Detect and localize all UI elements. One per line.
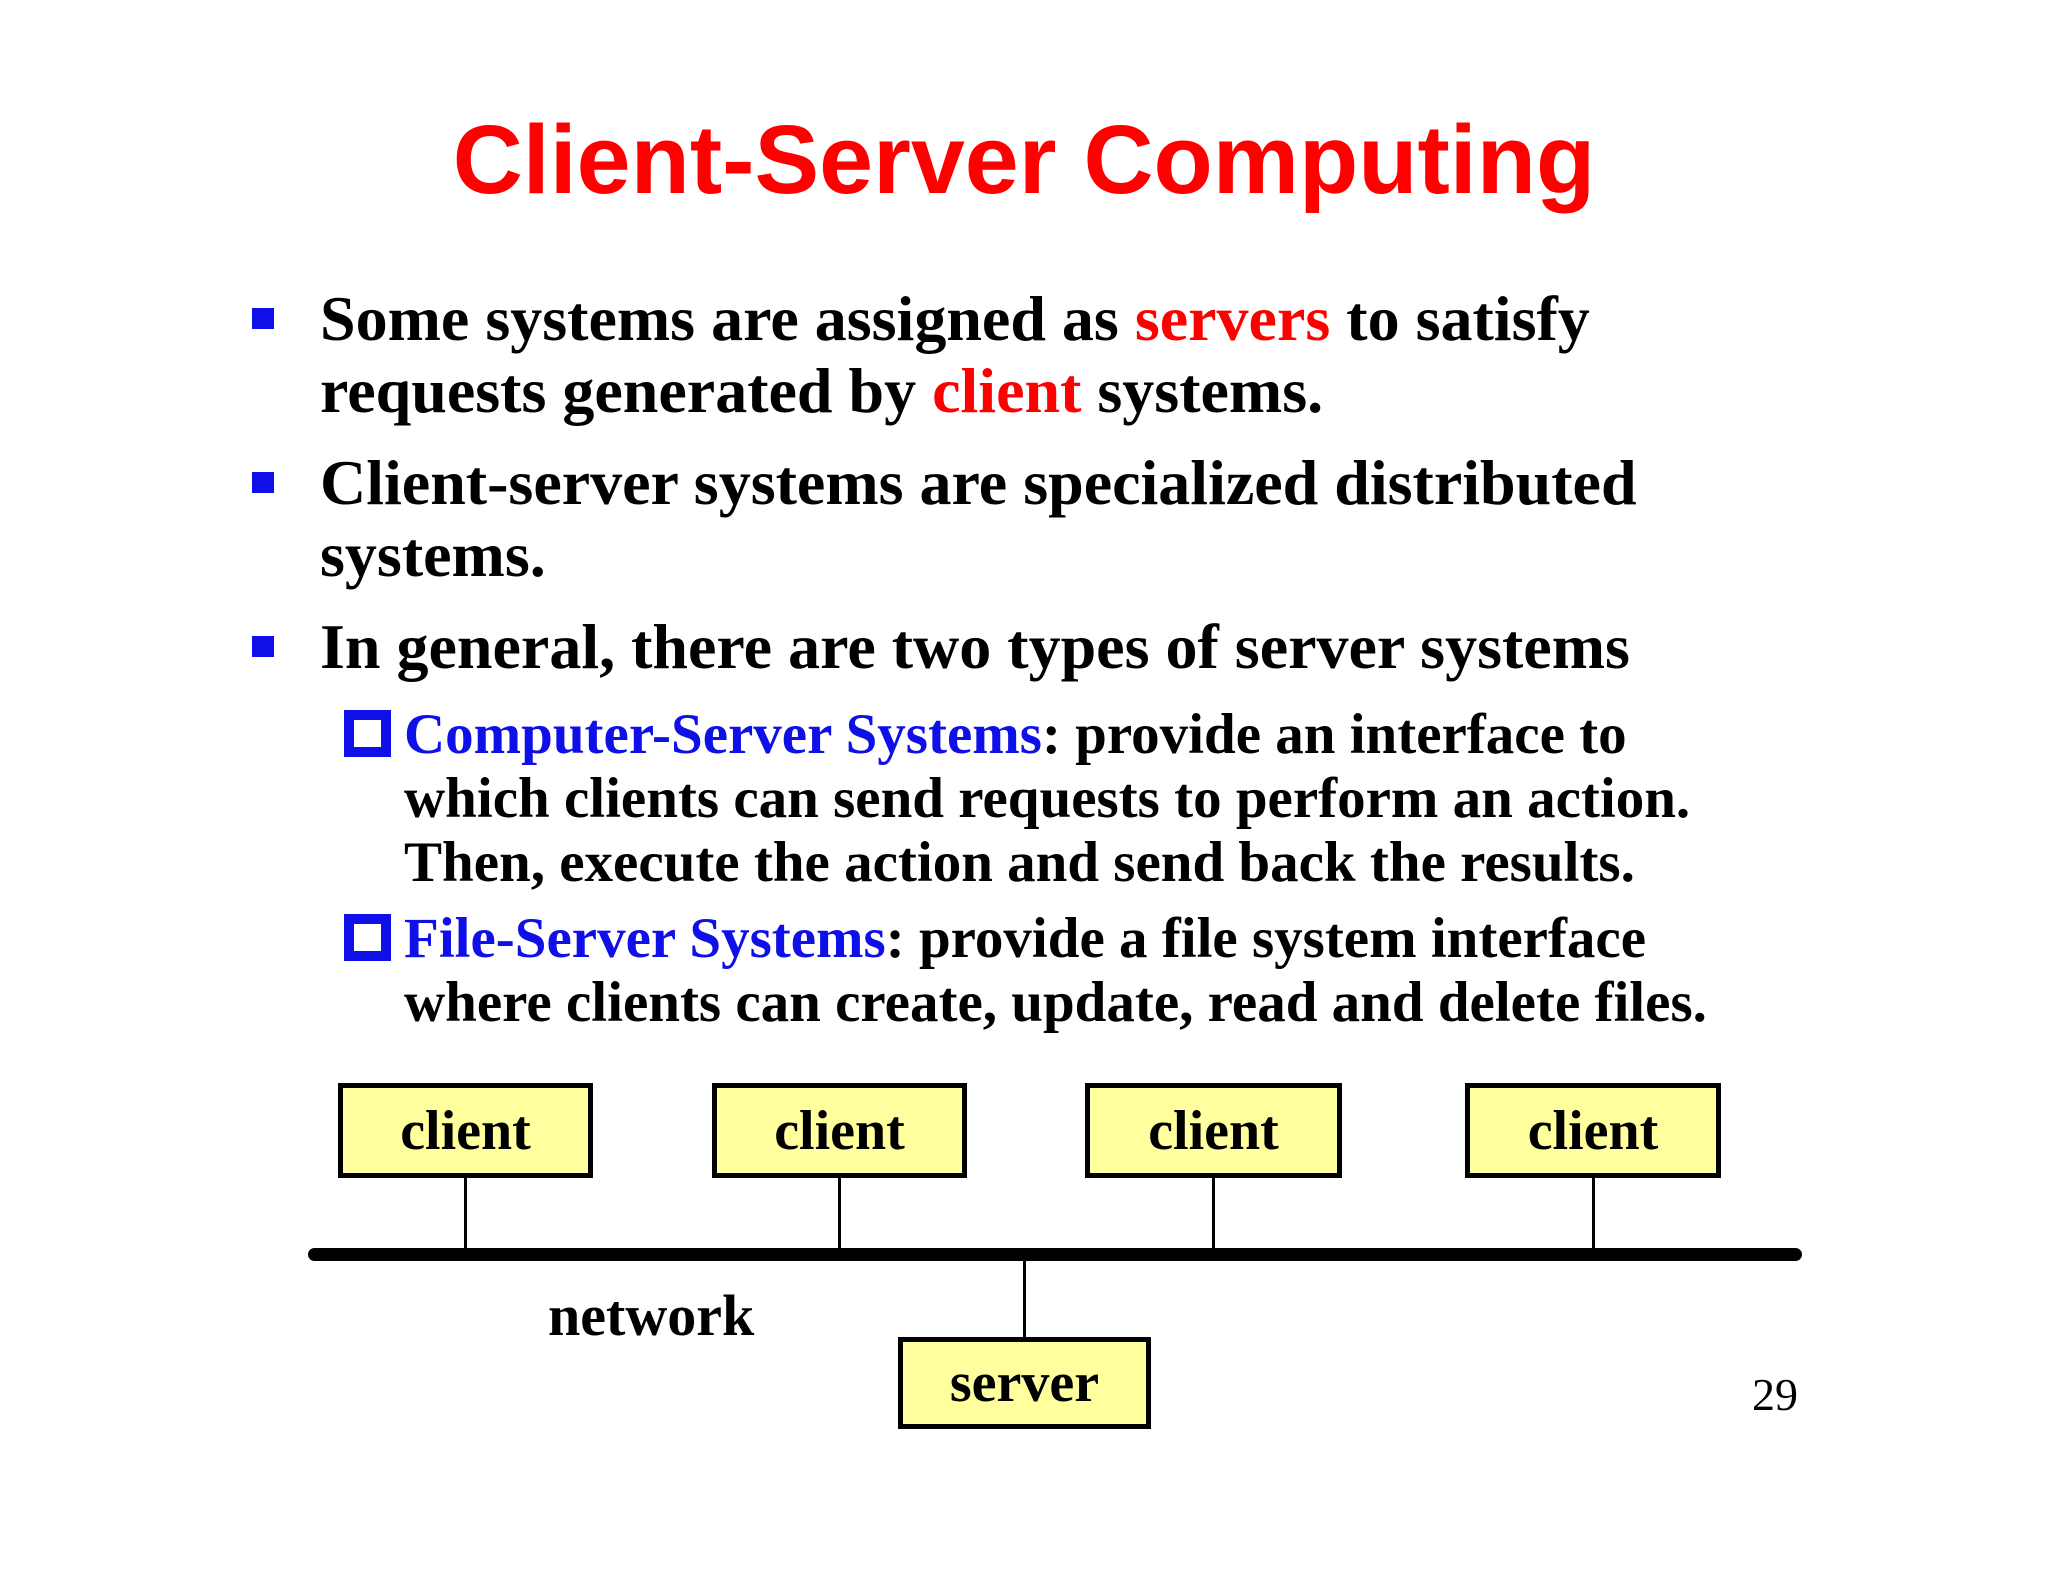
page-number: 29 [1752, 1369, 1798, 1420]
bullet-square-icon [252, 472, 274, 493]
slide-title: Client-Server Computing [452, 105, 1596, 214]
checkbox-bullet-icon [344, 914, 391, 961]
text-line: Computer-Server Systems: provide an inte… [404, 703, 1690, 767]
bullet-square-icon [252, 308, 274, 329]
text-run: requests generated by [320, 355, 933, 426]
text-run: Some systems are assigned as [320, 283, 1135, 354]
sub-bullet-text: File-Server Systems: provide a file syst… [404, 907, 1707, 1035]
text-line: In general, there are two types of serve… [320, 611, 1630, 683]
text-run: : provide an interface to [1041, 703, 1627, 766]
text-run: which clients can send requests to perfo… [404, 767, 1691, 830]
network-bus-line [308, 1248, 1802, 1261]
client-node-3: client [1085, 1083, 1342, 1178]
sub-bullet-text: Computer-Server Systems: provide an inte… [404, 703, 1690, 895]
server-node: server [898, 1337, 1151, 1429]
connector-line [1023, 1260, 1026, 1339]
text-line: where clients can create, update, read a… [404, 971, 1707, 1035]
text-run: Then, execute the action and send back t… [404, 831, 1635, 894]
text-run-emphasis: client [932, 355, 1082, 426]
connector-line [464, 1178, 467, 1250]
text-run: to satisfy [1330, 283, 1590, 354]
text-run: systems. [320, 519, 546, 590]
text-line: File-Server Systems: provide a file syst… [404, 907, 1707, 971]
bullet-item-3: In general, there are two types of serve… [252, 611, 1852, 683]
text-line: requests generated by client systems. [320, 355, 1590, 427]
text-run: : provide a file system interface [885, 907, 1647, 970]
text-run-term: Computer-Server Systems [404, 703, 1042, 766]
bullet-list: Some systems are assigned as servers to … [252, 283, 1852, 1047]
text-line: which clients can send requests to perfo… [404, 767, 1690, 831]
connector-line [838, 1178, 841, 1250]
sub-bullet-item-1: Computer-Server Systems: provide an inte… [344, 703, 1852, 895]
client-node-1: client [338, 1083, 593, 1178]
client-node-2: client [712, 1083, 967, 1178]
text-run: systems. [1081, 355, 1324, 426]
bullet-item-2: Client-server systems are specialized di… [252, 447, 1852, 591]
text-line: Some systems are assigned as servers to … [320, 283, 1590, 355]
text-line: Client-server systems are specialized di… [320, 447, 1637, 519]
bullet-text: Some systems are assigned as servers to … [320, 283, 1590, 427]
bullet-text: Client-server systems are specialized di… [320, 447, 1637, 591]
network-label: network [548, 1283, 755, 1348]
text-line: Then, execute the action and send back t… [404, 831, 1690, 895]
sub-bullet-item-2: File-Server Systems: provide a file syst… [344, 907, 1852, 1035]
connector-line [1212, 1178, 1215, 1250]
client-node-4: client [1465, 1083, 1721, 1178]
text-run: In general, there are two types of serve… [320, 611, 1630, 682]
text-run-term: File-Server Systems [404, 907, 886, 970]
text-run-emphasis: servers [1134, 283, 1331, 354]
bullet-text: In general, there are two types of serve… [320, 611, 1630, 683]
connector-line [1592, 1178, 1595, 1250]
checkbox-bullet-icon [344, 710, 391, 757]
bullet-item-1: Some systems are assigned as servers to … [252, 283, 1852, 427]
text-line: systems. [320, 519, 1637, 591]
bullet-square-icon [252, 636, 274, 657]
text-run: where clients can create, update, read a… [404, 971, 1707, 1034]
text-run: Client-server systems are specialized di… [320, 447, 1637, 518]
